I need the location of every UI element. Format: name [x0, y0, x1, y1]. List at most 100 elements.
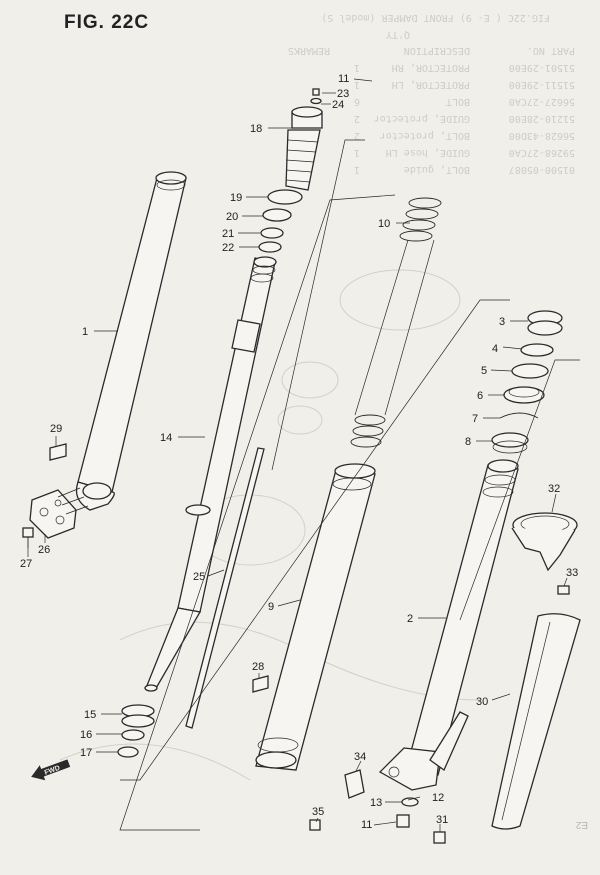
callout-26: 26 [38, 544, 50, 556]
bushing-part-3 [527, 310, 563, 336]
pipe-part-25 [185, 447, 265, 729]
callout-9: 9 [268, 601, 274, 613]
label-tag-part-29 [49, 443, 67, 461]
cap-bolt-part-18 [285, 106, 323, 191]
callout-24: 24 [332, 99, 344, 111]
ghost-row-desc: PROTECTOR, LH [392, 79, 470, 90]
ghost-row-qty: 1 [354, 147, 360, 158]
ghost-row-desc: BOLT [446, 96, 470, 107]
ghost-row-qty: 6 [354, 96, 360, 107]
washer-part-16 [121, 729, 145, 741]
callout-15: 15 [84, 709, 96, 721]
protector-part-30 [491, 613, 581, 830]
axle-bracket-part-26 [29, 487, 89, 539]
ghost-row-desc: GUIDE, hose LH [386, 147, 470, 158]
callout-22: 22 [222, 242, 234, 254]
callout-19: 19 [230, 192, 242, 204]
callout-7: 7 [472, 413, 478, 425]
callout-30: 30 [476, 696, 488, 708]
ghost-row-part: 56627-27CA0 [509, 96, 575, 107]
callout-25: 25 [193, 571, 205, 583]
callout-numbers: 1 2 3 4 5 6 7 8 9 10 11 11 12 13 14 15 1… [20, 73, 578, 831]
callout-28: 28 [252, 661, 264, 673]
guide-clamp-part-32 [511, 512, 578, 572]
dust-seal-part-8 [491, 432, 529, 454]
bolt-part-11-lower [396, 814, 410, 828]
ghost-row-qty: 2 [354, 130, 360, 141]
callout-8: 8 [465, 436, 471, 448]
ghost-row-part: 51511-29E00 [509, 79, 575, 90]
ghost-row-part: 51501-29E00 [509, 62, 575, 73]
ghost-row-desc: BOLT, protector [380, 130, 470, 141]
callout-11-upper: 11 [338, 73, 349, 85]
ghost-row-qty: 1 [354, 79, 360, 90]
callout-11-lower: 11 [361, 819, 372, 831]
forward-direction-arrow: FWD [31, 759, 71, 781]
callout-31: 31 [436, 814, 448, 826]
ring-part-21 [260, 227, 284, 239]
ghost-row-part: 56628-43D00 [509, 130, 575, 141]
callout-27: 27 [20, 558, 32, 570]
guide-part-34 [344, 769, 365, 799]
callout-34: 34 [354, 751, 366, 763]
callout-17: 17 [80, 747, 92, 759]
ghost-header-title: FIG.22C ( E- 9) FRONT DAMPER (model S) [321, 12, 550, 23]
ghost-col-remarks: REMARKS [288, 45, 330, 56]
ring-part-17 [117, 746, 139, 758]
callout-10: 10 [378, 218, 390, 230]
ghost-row-desc: PROTECTOR, RH [392, 62, 470, 73]
bolt-part-31 [433, 831, 446, 844]
callout-6: 6 [477, 390, 483, 402]
callout-32: 32 [548, 483, 560, 495]
ghost-qty-label: Q'TY [386, 29, 410, 40]
callout-33: 33 [566, 567, 578, 579]
assembly-lines [119, 139, 580, 831]
callout-3: 3 [499, 316, 505, 328]
screw-part-23 [312, 88, 320, 96]
bushing-part-15 [121, 704, 155, 728]
callout-29: 29 [50, 423, 62, 435]
callout-1: 1 [82, 326, 88, 338]
ghost-row-desc: BOLT, guide [404, 164, 470, 175]
ghost-row-desc: GUIDE, protector [374, 113, 470, 124]
callout-4: 4 [492, 343, 498, 355]
oil-seal-part-6 [503, 386, 545, 404]
ring-part-19 [267, 189, 303, 205]
ghost-row-part: 59268-27CA0 [509, 147, 575, 158]
callout-35: 35 [312, 806, 324, 818]
bleed-through-layer: FIG.22C ( E- 9) FRONT DAMPER (model S) Q… [288, 12, 575, 175]
ghost-col-partno: PART NO. [527, 45, 575, 56]
ghost-row-qty: 2 [354, 113, 360, 124]
ghost-row-qty: 1 [354, 62, 360, 73]
ghost-row-part: 01500-05087 [509, 164, 575, 175]
ghost-rows: 51501-29E00 PROTECTOR, RH 1 51511-29E00 … [354, 62, 575, 175]
inner-tube-part-1 [75, 171, 187, 511]
ghost-col-desc: DESCRIPTION [404, 45, 470, 56]
bolt-part-33 [557, 585, 570, 595]
ghost-row-part: 51210-28E00 [509, 113, 575, 124]
label-tag-part-28 [252, 675, 269, 693]
callout-12: 12 [432, 792, 444, 804]
washer-part-4 [520, 343, 554, 357]
callout-5: 5 [481, 365, 487, 377]
leader-lines [27, 78, 568, 832]
outer-tube-part-9 [255, 463, 376, 771]
callout-23: 23 [337, 88, 349, 100]
page-corner-mark: E2 [575, 819, 588, 830]
callout-21: 21 [222, 228, 234, 240]
spring-part-10 [350, 197, 442, 448]
damper-rod-part-14 [144, 256, 277, 692]
callout-13: 13 [370, 797, 382, 809]
callout-16: 16 [80, 729, 92, 741]
callout-2: 2 [407, 613, 413, 625]
ring-part-22 [258, 241, 282, 253]
outer-tube-part-2 [378, 459, 519, 791]
fwd-label: FWD [44, 765, 61, 777]
bolt-part-27 [22, 527, 34, 548]
callout-14: 14 [160, 432, 172, 444]
seal-part-5 [511, 363, 549, 379]
callout-20: 20 [226, 211, 238, 223]
ring-part-20 [262, 208, 292, 222]
figure-title: FIG. 22C [64, 12, 150, 33]
